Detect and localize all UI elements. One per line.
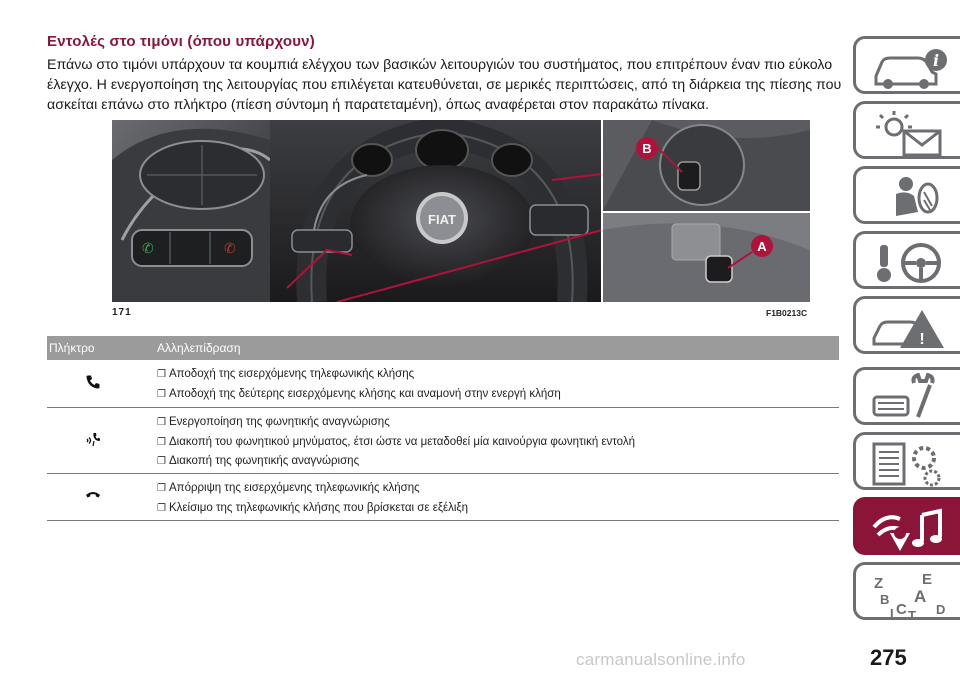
phone-answer-icon	[86, 375, 100, 389]
svg-text:i: i	[933, 51, 939, 70]
index-letter: A	[914, 587, 926, 606]
tab-emergency[interactable]: !	[853, 296, 960, 354]
index-letter: Z	[874, 575, 883, 592]
table-row: Αποδοχή της εισερχόμενης τηλεφωνικής κλή…	[47, 362, 839, 408]
safety-airbag-icon	[896, 177, 939, 216]
tab-car-info[interactable]: i	[853, 36, 960, 94]
starting-driving-icon	[877, 243, 941, 283]
tab-dashboard-lights[interactable]	[853, 101, 960, 159]
svg-text:✆: ✆	[142, 241, 154, 257]
maintenance-icon	[872, 373, 935, 418]
header-interaction: Αλληλεπίδραση	[157, 341, 241, 355]
fiat-logo-text: FIAT	[428, 212, 456, 227]
list-item: Αποδοχή της εισερχόμενης τηλεφωνικής κλή…	[157, 365, 561, 385]
list-item: Διακοπή της φωνητικής αναγνώρισης	[157, 452, 635, 472]
index-letter: T	[908, 608, 916, 620]
voice-recognition-icon	[86, 433, 100, 447]
callout-a-label: A	[757, 239, 767, 254]
emergency-icon: !	[872, 310, 944, 348]
list-item: Ενεργοποίηση της φωνητικής αναγνώρισης	[157, 413, 635, 433]
figure-code: F1B0213C	[766, 308, 808, 318]
index-letter: I	[890, 606, 894, 620]
index-letter: B	[880, 592, 889, 607]
tab-multimedia[interactable]	[853, 497, 960, 555]
table-header: Πλήκτρο Αλληλεπίδραση	[47, 336, 839, 360]
list-item: Αποδοχή της δεύτερης εισερχόμενης κλήσης…	[157, 385, 561, 405]
tab-index[interactable]: Z E B A C D T I	[853, 562, 960, 620]
watermark: carmanualsonline.info	[576, 650, 746, 669]
index-icon: Z E B A C D T I	[874, 571, 945, 620]
svg-text:✆: ✆	[224, 241, 236, 257]
section-title: Εντολές στο τιμόνι (όπου υπάρχουν)	[47, 33, 315, 50]
callout-b	[636, 137, 658, 159]
tab-safety[interactable]	[853, 166, 960, 224]
list-item: Απόρριψη της εισερχόμενης τηλεφωνικής κλ…	[157, 479, 468, 499]
callout-b-label: B	[642, 141, 651, 156]
header-key: Πλήκτρο	[49, 341, 95, 355]
callout-a	[751, 235, 773, 257]
phone-hangup-icon	[86, 492, 100, 498]
tab-technical-data[interactable]	[853, 432, 960, 490]
index-letter: D	[936, 602, 945, 617]
car-info-icon: i	[874, 49, 947, 89]
dashboard-lights-icon	[876, 111, 942, 157]
steering-wheel-figure: ✆ ✆ FIAT B A	[112, 120, 810, 302]
page-number: 275	[870, 645, 907, 670]
list-item: Διακοπή του φωνητικού μηνύματος, έτσι ώσ…	[157, 433, 635, 453]
tab-starting-driving[interactable]	[853, 231, 960, 289]
list-item: Κλείσιμο της τηλεφωνικής κλήσης που βρίσ…	[157, 499, 468, 519]
tab-maintenance[interactable]	[853, 367, 960, 425]
table-row: Απόρριψη της εισερχόμενης τηλεφωνικής κλ…	[47, 475, 839, 521]
index-letter: C	[896, 601, 907, 618]
svg-text:!: !	[919, 331, 924, 348]
multimedia-icon	[872, 508, 942, 551]
technical-data-icon	[872, 442, 941, 487]
index-letter: E	[922, 571, 932, 588]
intro-paragraph: Επάνω στο τιμόνι υπάρχουν τα κουμπιά ελέ…	[47, 57, 842, 113]
table-row: Ενεργοποίηση της φωνητικής αναγνώρισης Δ…	[47, 409, 839, 474]
figure-number: 171	[112, 307, 132, 318]
